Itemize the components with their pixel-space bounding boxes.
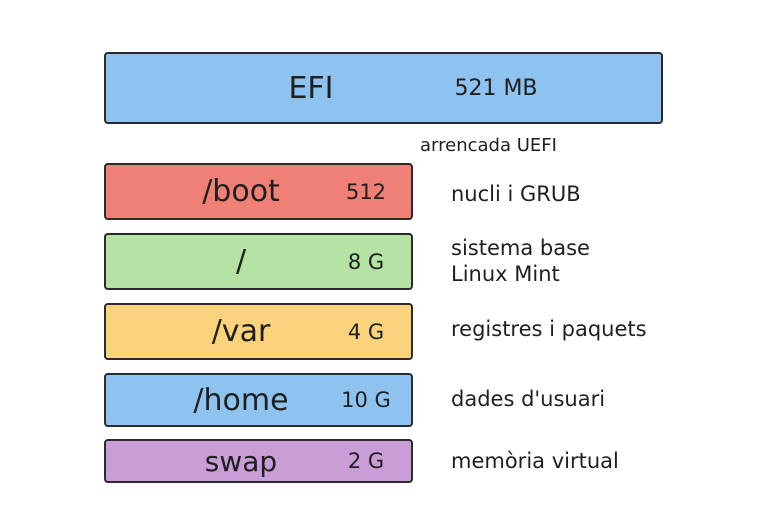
root-description-line: Linux Mint [451,262,560,286]
home-partition-description: dades d'usuari [451,386,605,412]
swap-description-line: memòria virtual [451,449,619,473]
swap-partition-size: 2 G [347,449,385,473]
efi-partition-name: EFI [288,70,334,106]
var-partition: /var 4 G [104,303,413,360]
root-partition-description: sistema base Linux Mint [451,235,590,287]
efi-partition-description: arrencada UEFI [420,135,557,156]
home-partition-size: 10 G [341,388,391,412]
efi-partition-size: 521 MB [454,75,538,101]
root-partition: / 8 G [104,233,413,290]
root-partition-size: 8 G [347,249,385,274]
var-partition-name: /var [211,314,271,349]
swap-partition: swap 2 G [104,439,413,483]
swap-partition-description: memòria virtual [451,448,619,474]
efi-partition: EFI 521 MB [104,52,663,124]
var-description-line: registres i paquets [451,317,647,341]
boot-partition-name: /boot [202,174,280,209]
boot-description-line: nucli i GRUB [451,182,581,206]
root-description-line: sistema base [451,236,590,260]
boot-partition-description: nucli i GRUB [451,181,581,207]
boot-partition-size: 512 [345,179,387,204]
var-partition-description: registres i paquets [451,316,647,342]
swap-partition-name: swap [204,444,278,478]
home-description-line: dades d'usuari [451,387,606,411]
boot-partition: /boot 512 [104,163,413,220]
root-partition-name: / [235,244,247,279]
var-partition-size: 4 G [347,319,385,344]
home-partition-name: /home [193,382,289,418]
home-partition: /home 10 G [104,373,413,427]
